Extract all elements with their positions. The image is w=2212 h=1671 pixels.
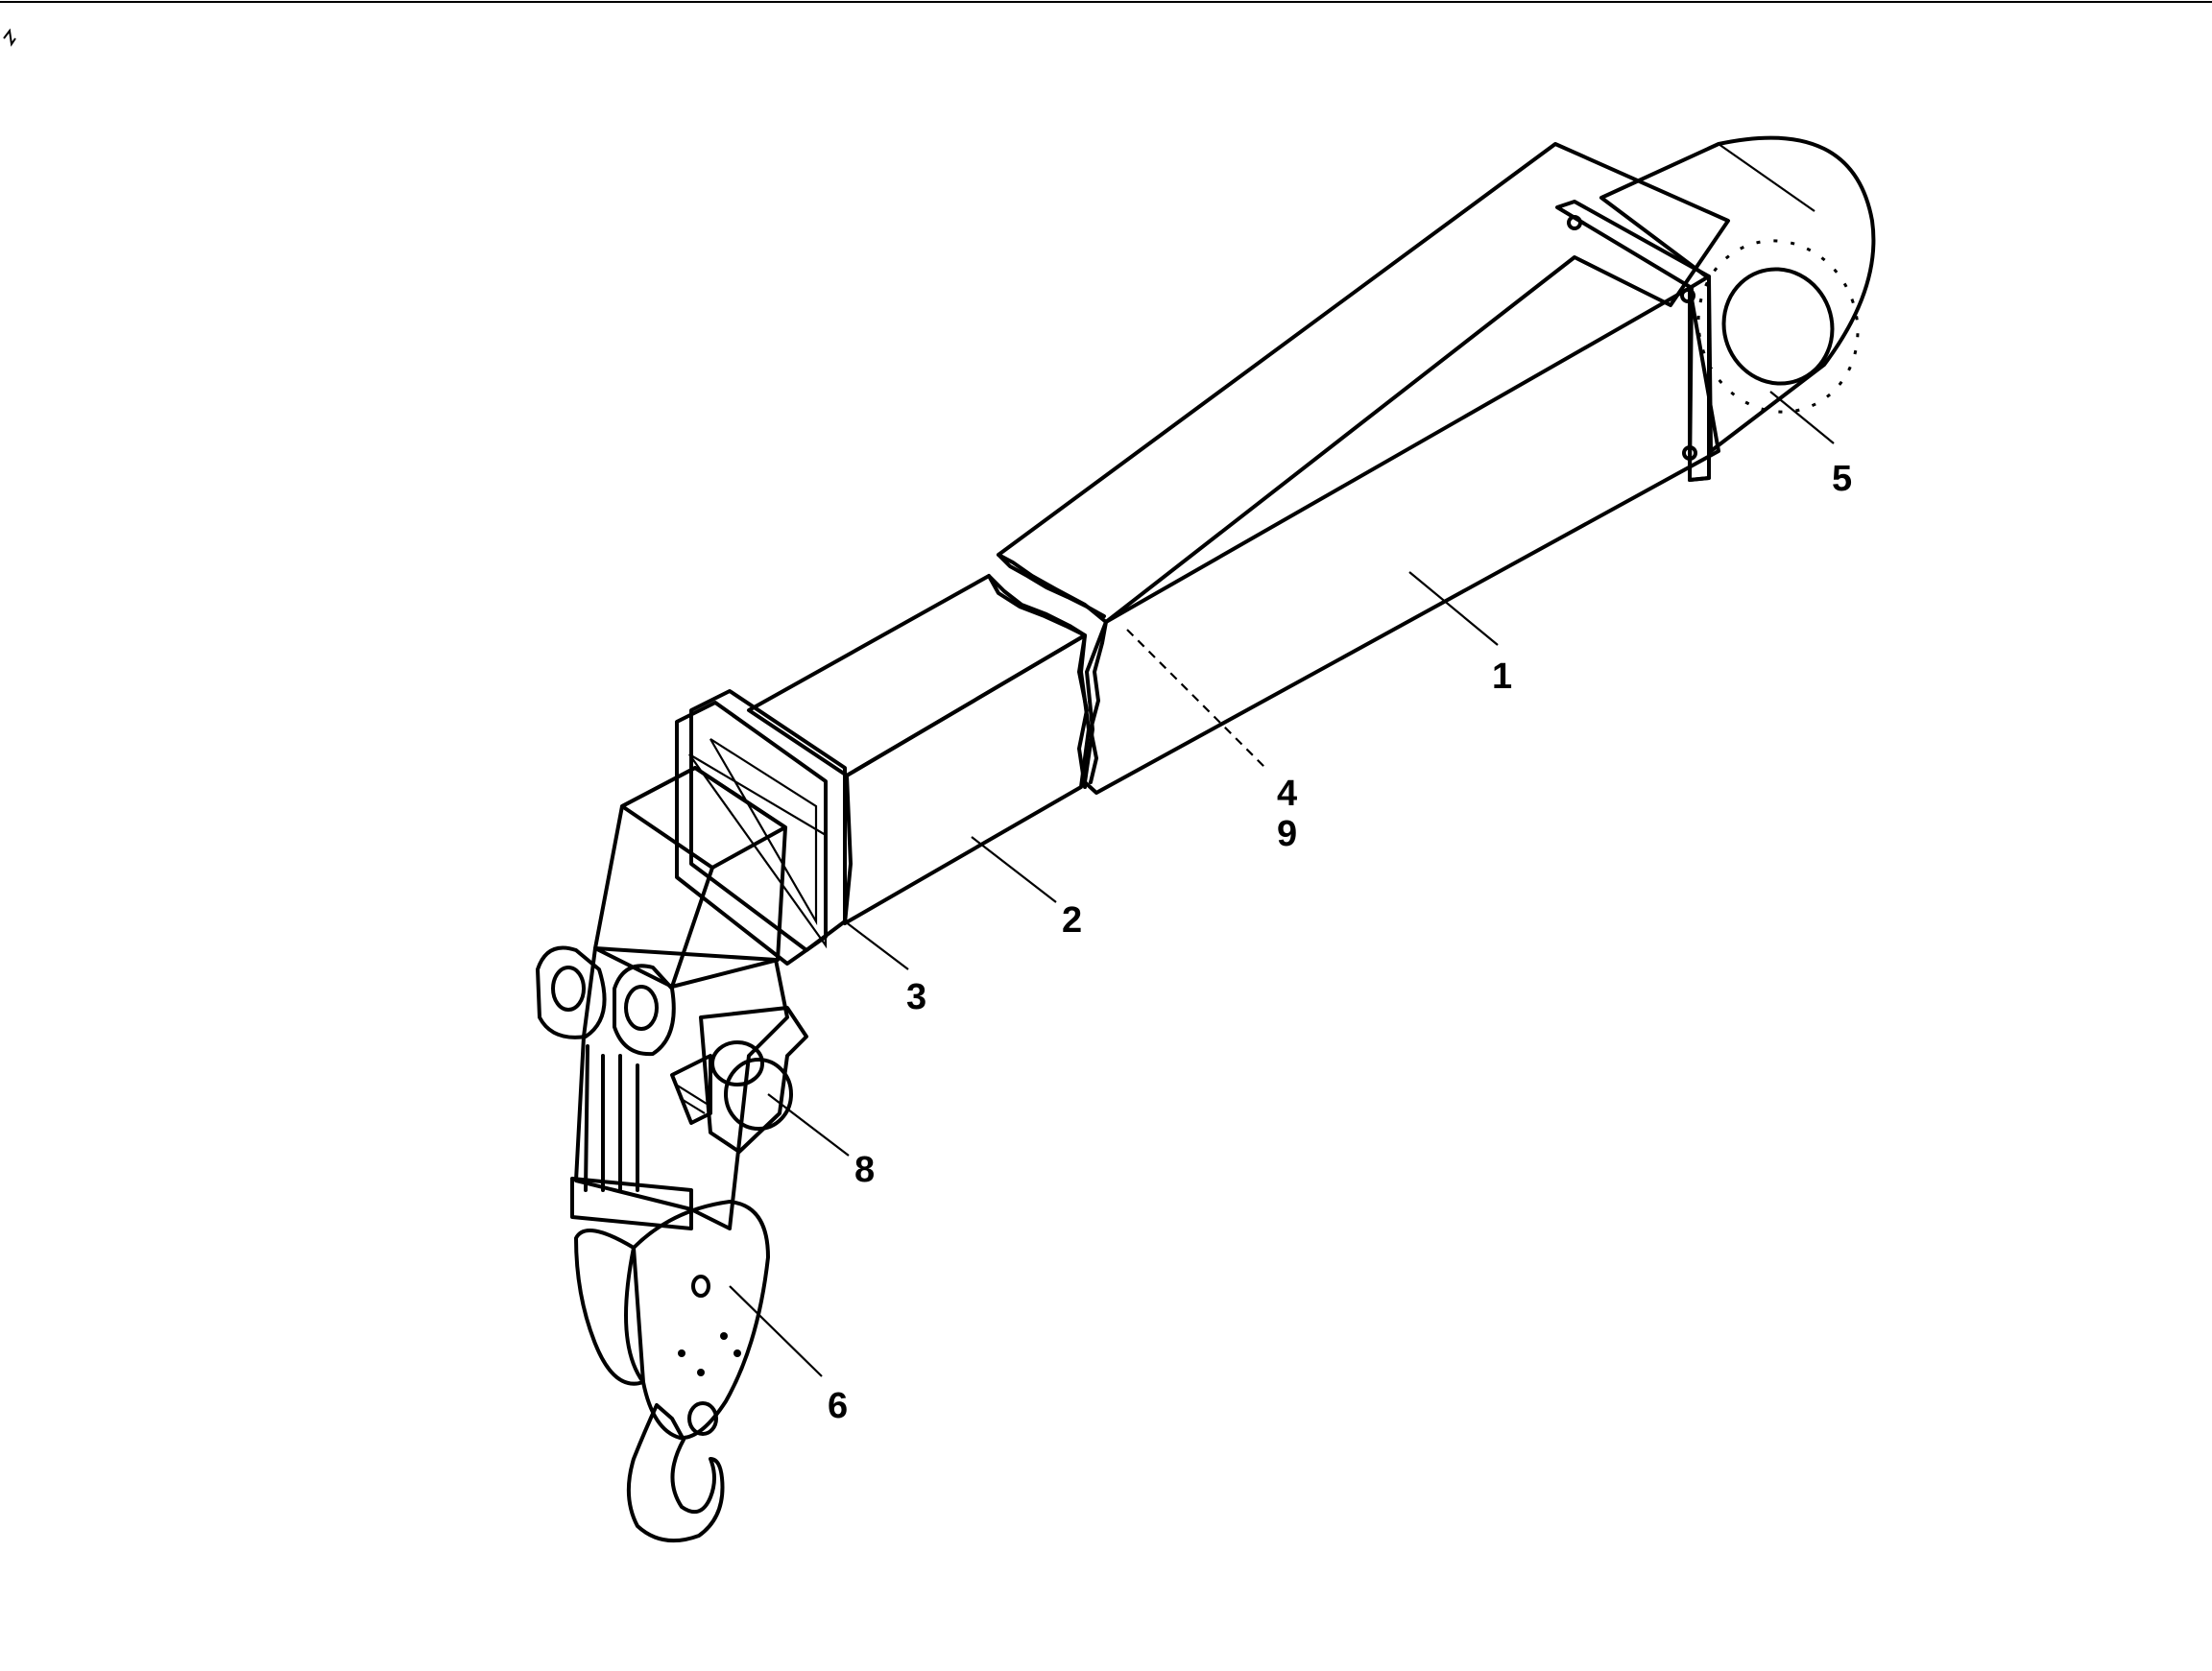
callout-3: 3 [906, 977, 927, 1017]
leader-5 [1769, 391, 1835, 444]
inner-boom-section [747, 574, 1091, 925]
leader-2 [971, 836, 1057, 903]
boom-end-flange [1555, 200, 1711, 482]
leader-4 [1126, 629, 1266, 769]
callout-6: 6 [828, 1386, 849, 1426]
hook-block-body [536, 945, 808, 1230]
leader-8 [767, 1093, 850, 1157]
callout-4: 4 [1277, 774, 1298, 814]
pivot-head [1599, 135, 1876, 453]
leader-1 [1408, 571, 1499, 646]
crane-hook [626, 1403, 725, 1543]
leader-lines [729, 391, 1835, 1377]
outer-boom-section [997, 142, 1730, 795]
hook-sheave-plate [574, 1200, 770, 1441]
callout-5: 5 [1832, 459, 1853, 499]
callout-9: 9 [1277, 814, 1298, 854]
leader-3 [844, 920, 909, 970]
scan-border [0, 1, 2212, 47]
callout-2: 2 [1062, 900, 1083, 941]
boom-tip-plates [675, 689, 847, 966]
callout-1: 1 [1492, 656, 1513, 697]
leader-6 [729, 1285, 823, 1377]
callout-8: 8 [854, 1150, 876, 1190]
